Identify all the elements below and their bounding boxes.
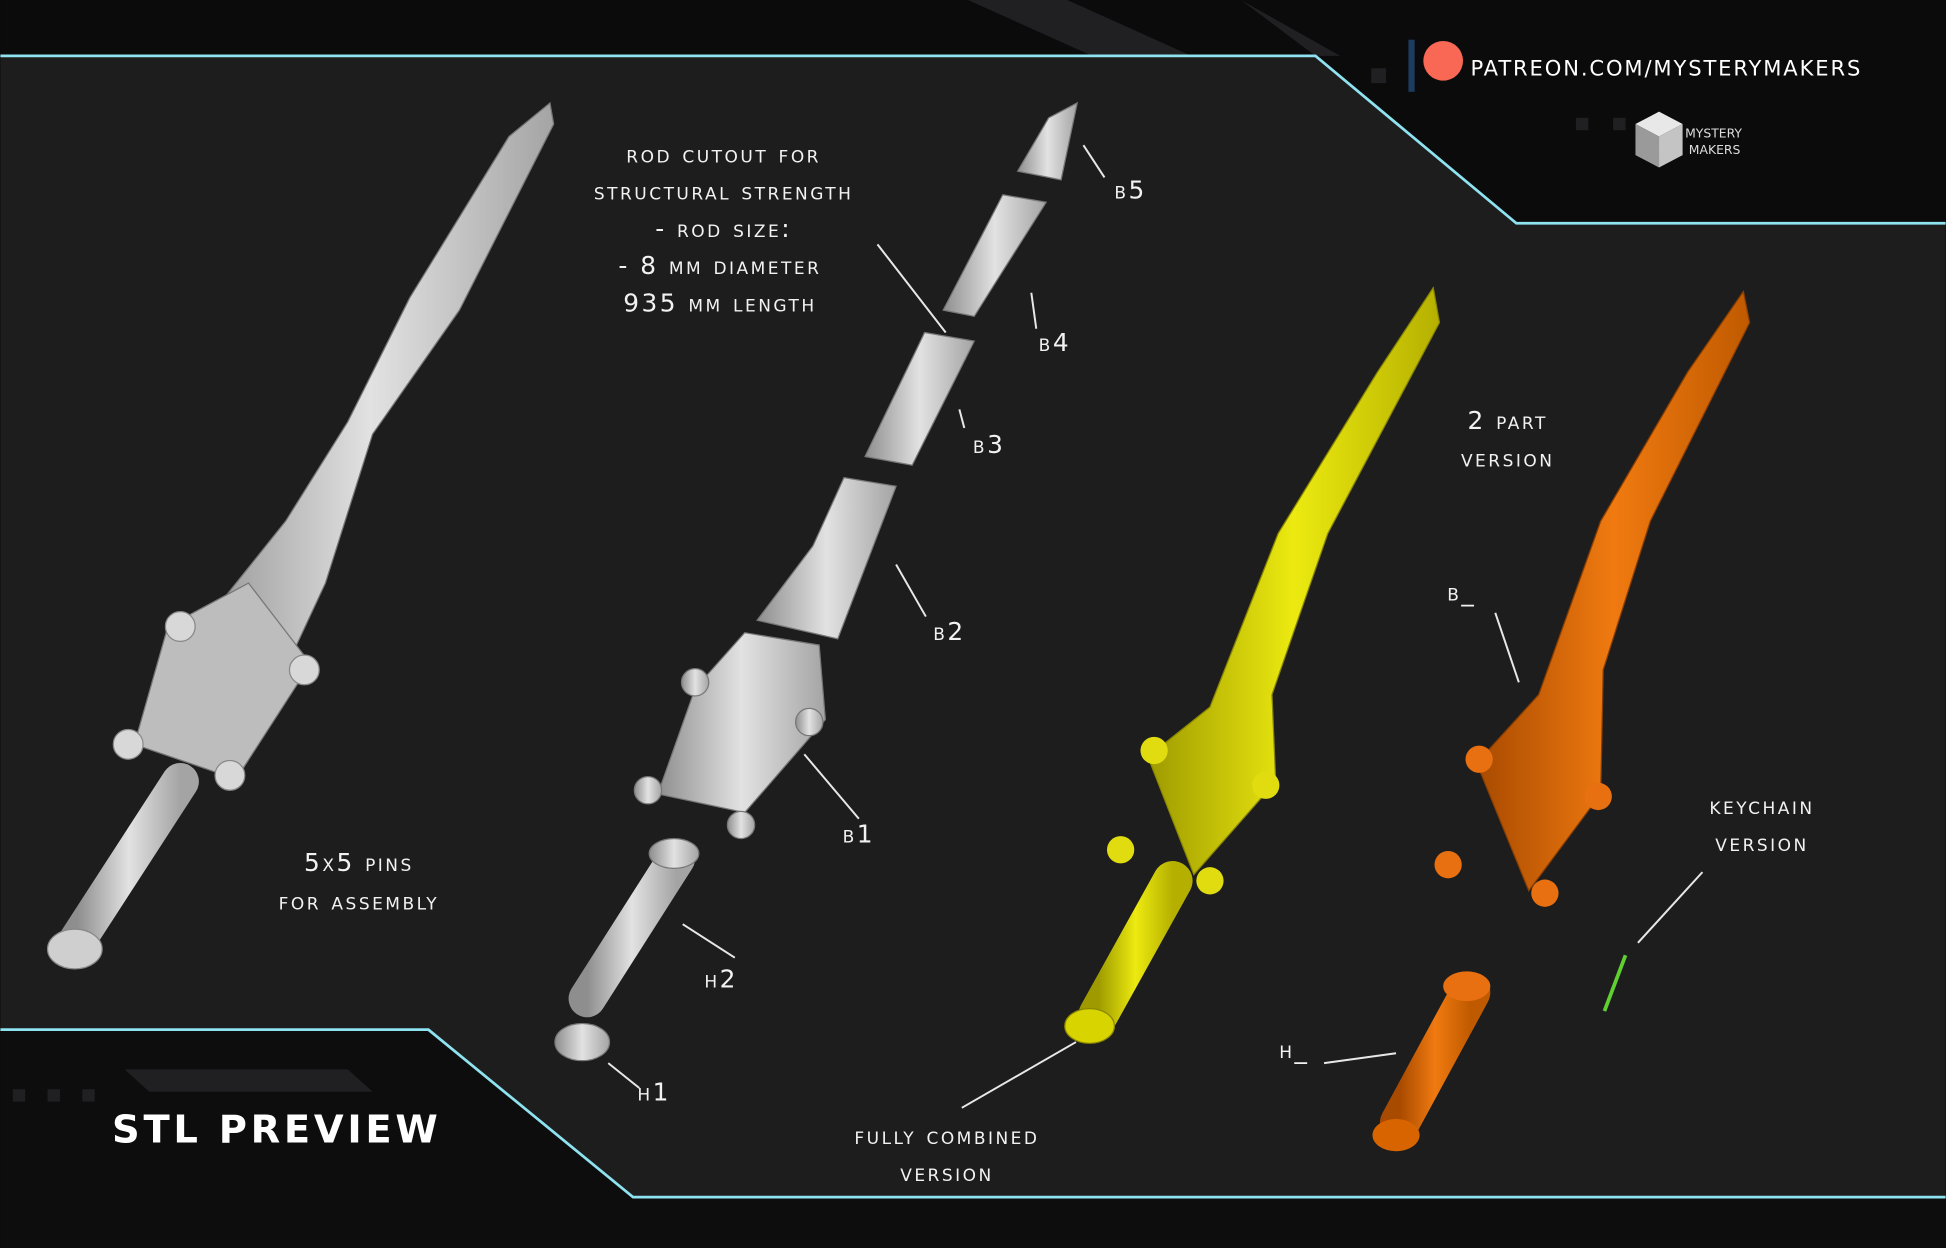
page-title: STL PREVIEW	[112, 1108, 441, 1153]
combined-note: version	[900, 1158, 993, 1187]
label-h1: h1	[637, 1077, 671, 1106]
sword-combined-yellow	[1064, 286, 1441, 1044]
patreon-bar	[1408, 39, 1415, 92]
label-b5: b5	[1114, 175, 1146, 204]
keychain-sword	[1602, 954, 1628, 1012]
patreon-link[interactable]: PATREON.COM/MYSTERYMAKERS	[1470, 56, 1862, 81]
label-b3: b3	[973, 430, 1005, 459]
svg-text:MYSTERY: MYSTERY	[1685, 126, 1742, 141]
label-h2: h2	[704, 964, 738, 993]
tech-pattern	[12, 0, 1626, 1102]
label-h: h_	[1279, 1035, 1309, 1064]
part-b2	[756, 476, 897, 640]
label-b: b_	[1447, 577, 1476, 606]
rod-note-line: rod cutout for	[626, 140, 821, 169]
label-b4: b4	[1039, 328, 1071, 357]
sword-assembled-gray	[46, 101, 555, 970]
mystery-makers-logo: MYSTERY MAKERS	[1635, 111, 1742, 168]
pins-note: 5x5 pins	[304, 848, 414, 877]
keychain-note: keychain	[1709, 791, 1814, 820]
part-h2	[568, 839, 696, 1018]
rod-note-line: - rod size:	[655, 214, 792, 243]
leader-lines	[607, 144, 1704, 1109]
rod-note-line: - 8 mm diameter	[618, 251, 821, 280]
patreon-icon	[1423, 40, 1464, 81]
rod-note-line: structural strength	[594, 177, 854, 206]
accent-line-bottom	[0, 1028, 1946, 1199]
part-b4	[942, 194, 1048, 318]
svg-text:MAKERS: MAKERS	[1689, 142, 1741, 157]
pins-note: for assembly	[279, 886, 440, 915]
two-part-note: 2 part	[1468, 406, 1548, 435]
rod-note-line: 935 mm length	[623, 288, 816, 317]
part-b5	[1016, 101, 1079, 181]
main-panel	[0, 55, 1946, 1248]
sword-two-part-orange	[1372, 289, 1751, 1152]
part-b3	[864, 331, 976, 466]
accent-line-top	[0, 54, 1946, 225]
keychain-note: version	[1715, 828, 1808, 857]
combined-note: fully combined	[854, 1121, 1039, 1150]
two-part-note: version	[1461, 443, 1554, 472]
label-b1: b1	[843, 819, 875, 848]
part-h1	[554, 1022, 611, 1062]
sword-exploded-gray	[554, 101, 1079, 1062]
label-b2: b2	[933, 617, 965, 646]
